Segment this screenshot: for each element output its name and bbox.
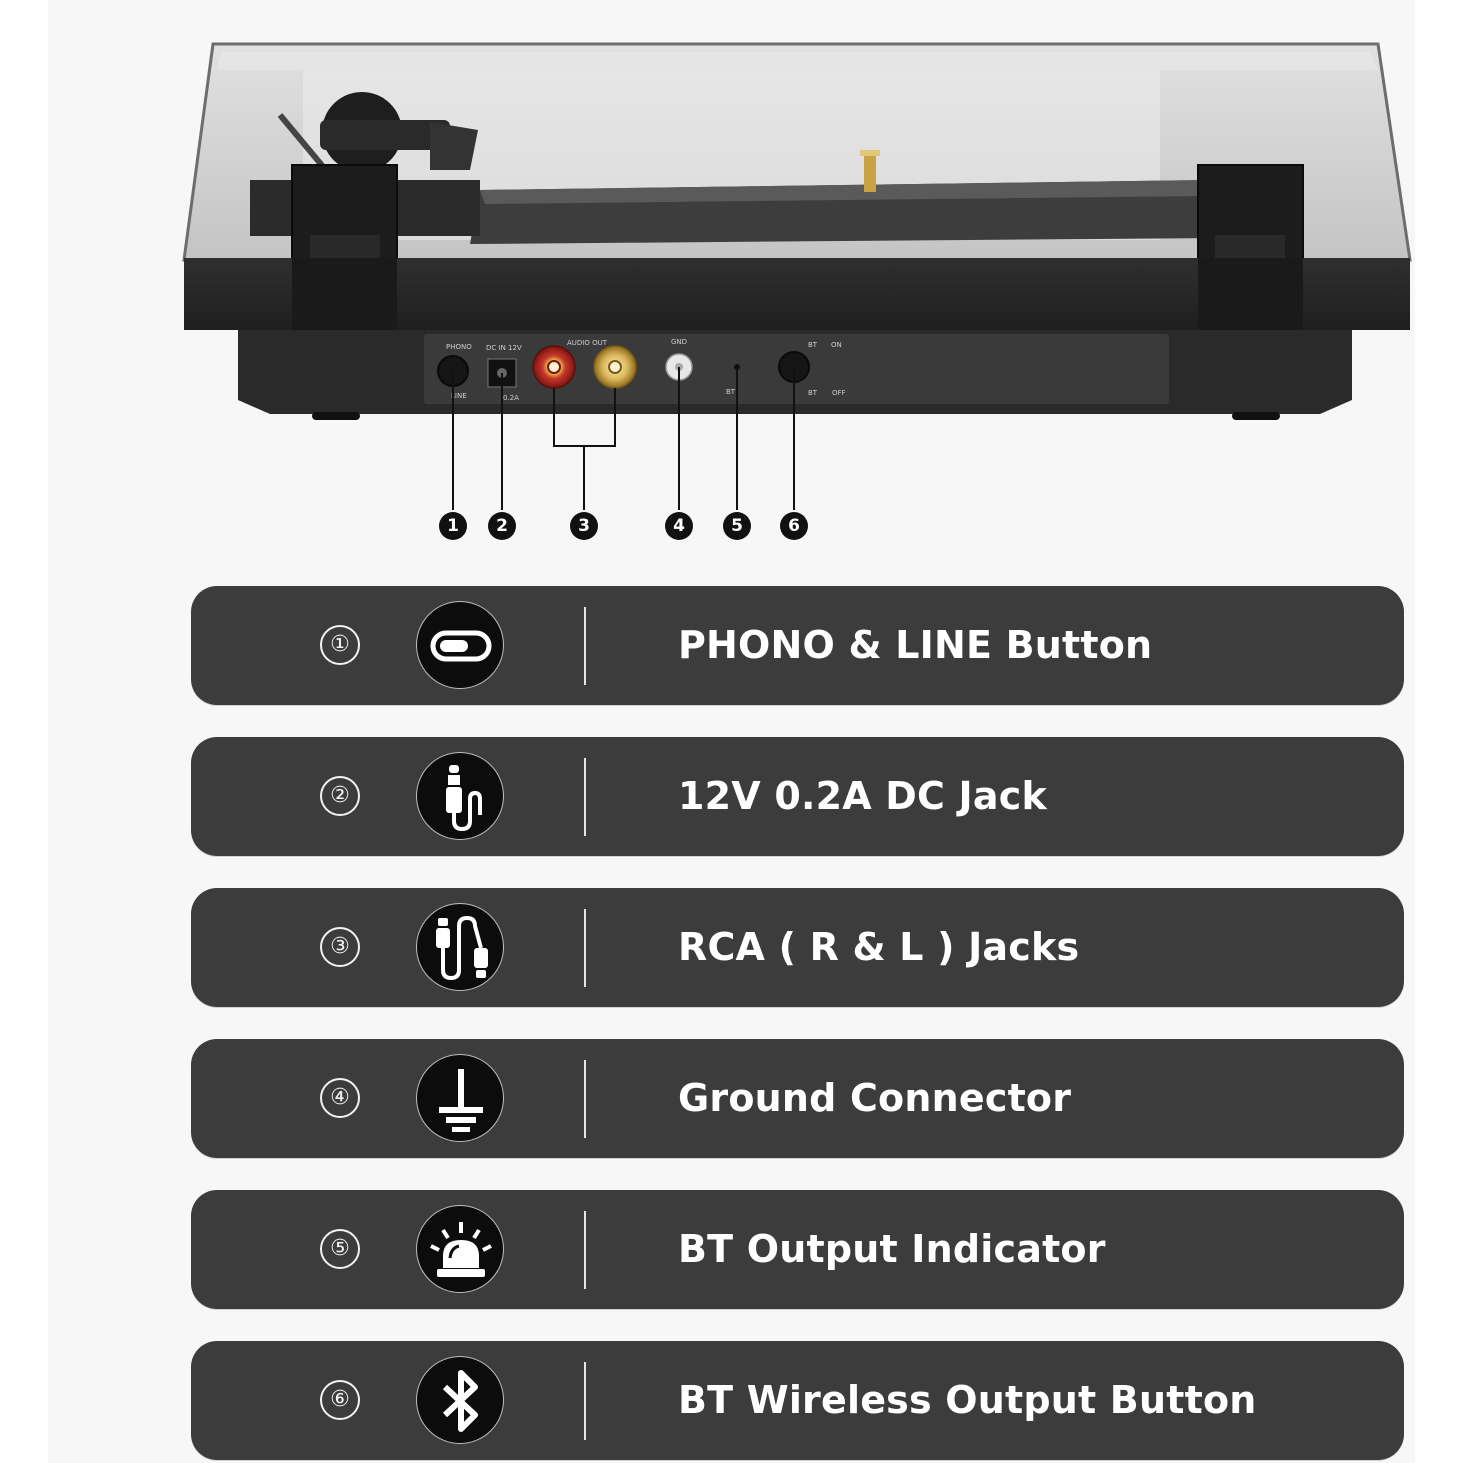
row-number: ② bbox=[320, 776, 360, 816]
audio-out-label: AUDIO OUT bbox=[567, 339, 608, 347]
row-number: ④ bbox=[320, 1078, 360, 1118]
bt-on-label: ON bbox=[831, 341, 842, 349]
feature-label: Ground Connector bbox=[678, 1076, 1072, 1120]
audio-plug-icon bbox=[416, 752, 504, 840]
row-divider bbox=[584, 607, 586, 685]
feature-label: BT Output Indicator bbox=[678, 1227, 1106, 1271]
indicator-light-icon bbox=[416, 1205, 504, 1293]
callout-6: 6 bbox=[780, 512, 808, 540]
plinth bbox=[184, 258, 1410, 330]
feature-row-bt-indicator: ⑤ BT Output Indicator bbox=[191, 1190, 1404, 1309]
current-label: 0.2A bbox=[503, 394, 519, 402]
callout-2: 2 bbox=[488, 512, 516, 540]
callout-3: 3 bbox=[570, 512, 598, 540]
platter bbox=[470, 150, 1225, 244]
line-port-label: LINE bbox=[451, 392, 467, 400]
callout-1: 1 bbox=[439, 512, 467, 540]
gnd-label: GND bbox=[671, 338, 687, 346]
feature-label: RCA ( R & L ) Jacks bbox=[678, 925, 1080, 969]
row-divider bbox=[584, 758, 586, 836]
row-divider bbox=[584, 909, 586, 987]
bt-switch-label-top: BT bbox=[808, 341, 818, 349]
feature-row-ground: ④ Ground Connector bbox=[191, 1039, 1404, 1158]
callout-4: 4 bbox=[665, 512, 693, 540]
row-divider bbox=[584, 1211, 586, 1289]
feature-label: PHONO & LINE Button bbox=[678, 623, 1153, 667]
row-number: ① bbox=[320, 625, 360, 665]
ground-icon bbox=[416, 1054, 504, 1142]
feature-label: 12V 0.2A DC Jack bbox=[678, 774, 1047, 818]
row-number: ⑤ bbox=[320, 1229, 360, 1269]
rca-cable-icon bbox=[416, 903, 504, 991]
bt-off-label: OFF bbox=[832, 389, 846, 397]
row-number: ③ bbox=[320, 927, 360, 967]
bt-switch-label-bottom: BT bbox=[808, 389, 818, 397]
dc-in-label: DC IN 12V bbox=[486, 344, 522, 352]
bt-indicator-label: BT bbox=[726, 388, 736, 396]
feature-row-bt-button: ⑥ BT Wireless Output Button bbox=[191, 1341, 1404, 1460]
feature-row-dc-jack: ② 12V 0.2A DC Jack bbox=[191, 737, 1404, 856]
feature-row-phono-line: ① PHONO & LINE Button bbox=[191, 586, 1404, 705]
feature-row-rca: ③ RCA ( R & L ) Jacks bbox=[191, 888, 1404, 1007]
row-divider bbox=[584, 1060, 586, 1138]
row-number: ⑥ bbox=[320, 1380, 360, 1420]
toggle-switch-icon bbox=[416, 601, 504, 689]
callout-lines bbox=[452, 367, 795, 510]
turntable-rear-illustration: PHONO LINE DC IN 12V 0.2A AUDIO OUT GND … bbox=[182, 42, 1412, 510]
phono-port-label: PHONO bbox=[446, 343, 472, 351]
feature-label: BT Wireless Output Button bbox=[678, 1378, 1257, 1422]
row-divider bbox=[584, 1362, 586, 1440]
bluetooth-icon bbox=[416, 1356, 504, 1444]
callout-5: 5 bbox=[723, 512, 751, 540]
